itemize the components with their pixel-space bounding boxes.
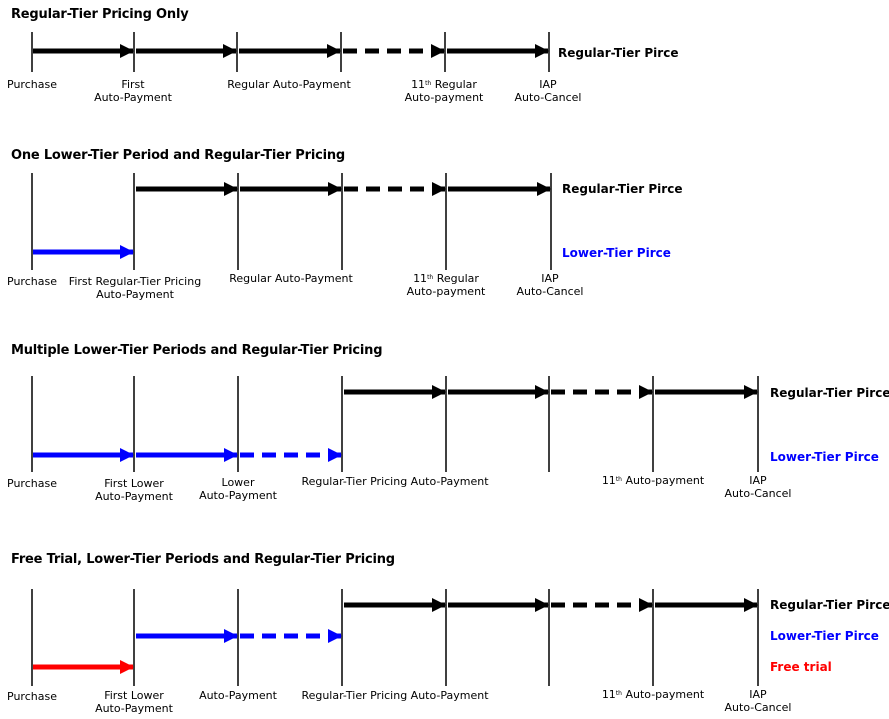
timeline-diagram [31, 32, 550, 72]
legend-lower-tier: Lower-Tier Pirce [770, 629, 879, 643]
panel-title: Free Trial, Lower-Tier Periods and Regul… [11, 552, 395, 567]
panel-free-trial: Free Trial, Lower-Tier Periods and Regul… [0, 545, 889, 719]
label-regular-tier-payment: Regular-Tier Pricing Auto-Payment [301, 689, 489, 702]
label-purchase: Purchase [7, 690, 57, 703]
legend-lower-tier: Lower-Tier Pirce [562, 246, 671, 260]
panel-title: Regular-Tier Pricing Only [11, 7, 189, 22]
legend-lower-tier: Lower-Tier Pirce [770, 450, 879, 464]
legend-free-trial: Free trial [770, 660, 832, 674]
label-purchase: Purchase [7, 477, 57, 490]
timeline-diagram [31, 589, 759, 686]
legend-regular: Regular-Tier Pirce [770, 386, 889, 400]
panel-title: One Lower-Tier Period and Regular-Tier P… [11, 148, 346, 163]
label-regular-payment: Regular Auto-Payment [229, 272, 353, 285]
label-regular-payment: Regular Auto-Payment [227, 78, 351, 91]
panel-regular-only: Regular-Tier Pricing Only Purchase Firs [0, 0, 889, 130]
panel-one-lower-tier: One Lower-Tier Period and Regular-Tier P… [0, 140, 889, 310]
label-purchase: Purchase [7, 78, 57, 91]
legend-regular: Regular-Tier Pirce [558, 46, 679, 60]
timeline-diagram [31, 173, 552, 270]
panel-multiple-lower-tier: Multiple Lower-Tier Periods and Regular-… [0, 336, 889, 516]
label-purchase: Purchase [7, 275, 57, 288]
label-lower-payment: Auto-Payment [199, 689, 277, 702]
panel-title: Multiple Lower-Tier Periods and Regular-… [11, 343, 383, 358]
label-11th-payment: 11th Auto-payment [601, 688, 705, 701]
timeline-diagram [31, 376, 759, 472]
legend-regular: Regular-Tier Pirce [770, 598, 889, 612]
label-11th-payment: 11th Auto-payment [601, 474, 705, 487]
label-regular-tier-payment: Regular-Tier Pricing Auto-Payment [301, 475, 489, 488]
legend-regular: Regular-Tier Pirce [562, 182, 683, 196]
